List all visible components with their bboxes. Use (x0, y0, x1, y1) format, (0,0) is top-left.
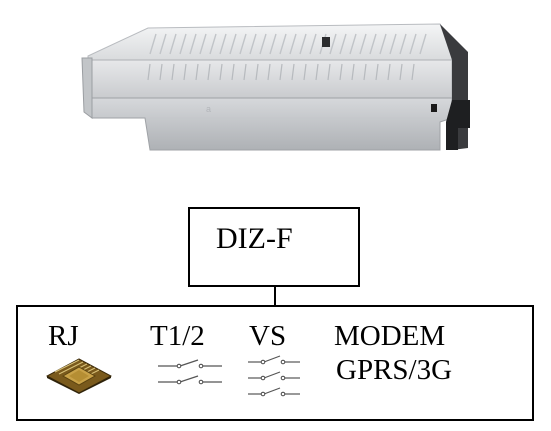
interfaces-box (16, 305, 534, 421)
t12-switch-contacts-icon (158, 359, 222, 385)
vs-label: VS (249, 320, 287, 352)
device-enclosure-image: a (81, 23, 470, 151)
vs-switch-contacts-icon (248, 355, 300, 397)
gprs-label: GPRS/3G (336, 354, 453, 386)
rj-label: RJ (48, 320, 79, 352)
diz-f-label: DIZ-F (216, 222, 293, 255)
modem-label: MODEM (334, 320, 446, 352)
svg-text:a: a (206, 104, 211, 114)
connector-line (274, 286, 276, 306)
cpu-chip-icon (46, 358, 112, 394)
t12-label: T1/2 (150, 320, 205, 352)
